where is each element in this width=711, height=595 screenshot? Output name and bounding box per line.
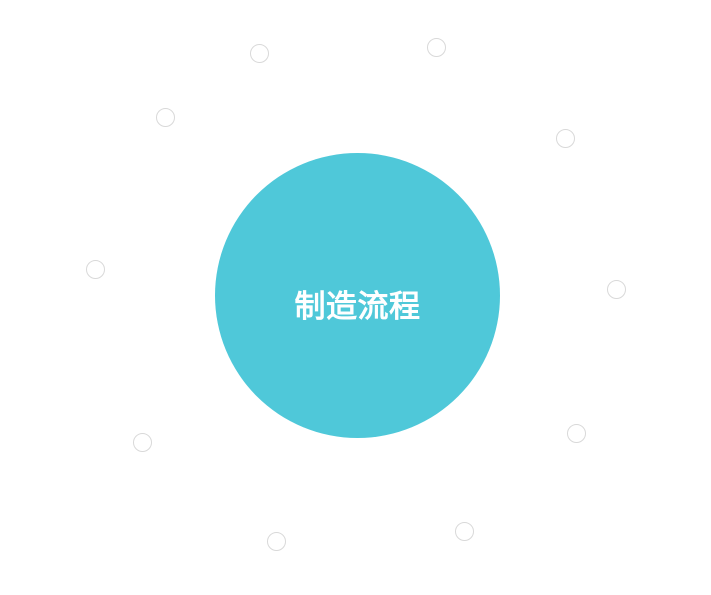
- center-circle: 制造流程: [215, 153, 500, 438]
- satellite-node-7[interactable]: [133, 433, 152, 452]
- satellite-node-5[interactable]: [86, 260, 105, 279]
- satellite-node-4[interactable]: [556, 129, 575, 148]
- satellite-node-3[interactable]: [156, 108, 175, 127]
- satellite-node-6[interactable]: [607, 280, 626, 299]
- satellite-node-10[interactable]: [455, 522, 474, 541]
- satellite-node-8[interactable]: [567, 424, 586, 443]
- satellite-node-2[interactable]: [427, 38, 446, 57]
- satellite-node-1[interactable]: [250, 44, 269, 63]
- satellite-node-9[interactable]: [267, 532, 286, 551]
- center-title: 制造流程: [294, 289, 421, 325]
